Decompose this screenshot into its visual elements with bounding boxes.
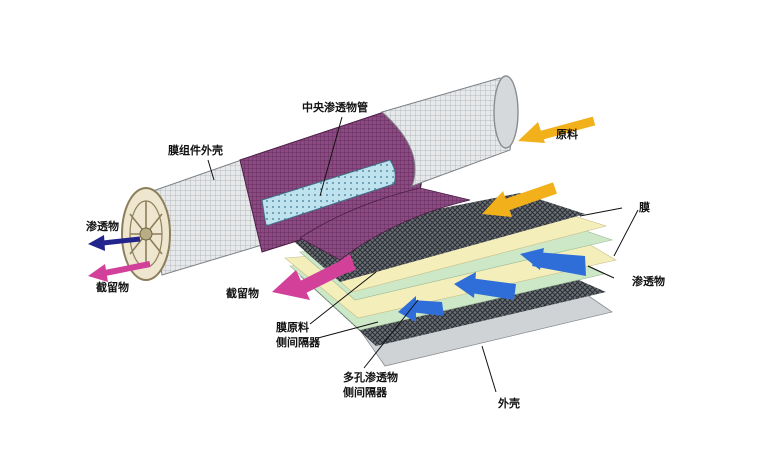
right-end-cap	[493, 75, 519, 149]
permeate-arrow-left	[88, 235, 141, 251]
label-retentate-mid: 截留物	[226, 287, 259, 300]
end-cap-hub	[139, 227, 153, 241]
label-permeate-left: 渗透物	[86, 220, 119, 233]
label-module-housing: 膜组件外壳	[168, 144, 223, 157]
label-retentate-left: 截留物	[96, 281, 129, 294]
label-central-permeate-tube: 中央渗透物管	[302, 101, 368, 114]
unrolled-membrane-leaf	[299, 187, 471, 261]
retentate-arrow-mid	[272, 254, 356, 300]
label-porous-spacer-line1: 多孔渗透物	[343, 371, 398, 384]
leader-lines	[207, 116, 639, 393]
permeate-arrows-right	[398, 248, 586, 322]
feed-arrow-top	[518, 116, 596, 143]
label-feed-spacer-line2: 侧间隔器	[276, 336, 320, 349]
label-porous-spacer-line2: 侧间隔器	[343, 386, 387, 399]
retentate-arrow-left	[88, 261, 151, 282]
label-feed-spacer-line1: 膜原料	[276, 321, 309, 334]
label-permeate-right: 渗透物	[632, 275, 665, 288]
label-feed: 原料	[556, 128, 578, 141]
label-membrane: 膜	[639, 201, 650, 214]
feed-arrow-mid	[482, 182, 557, 217]
label-outer-shell: 外壳	[498, 397, 520, 410]
central-permeate-tube	[261, 159, 396, 227]
